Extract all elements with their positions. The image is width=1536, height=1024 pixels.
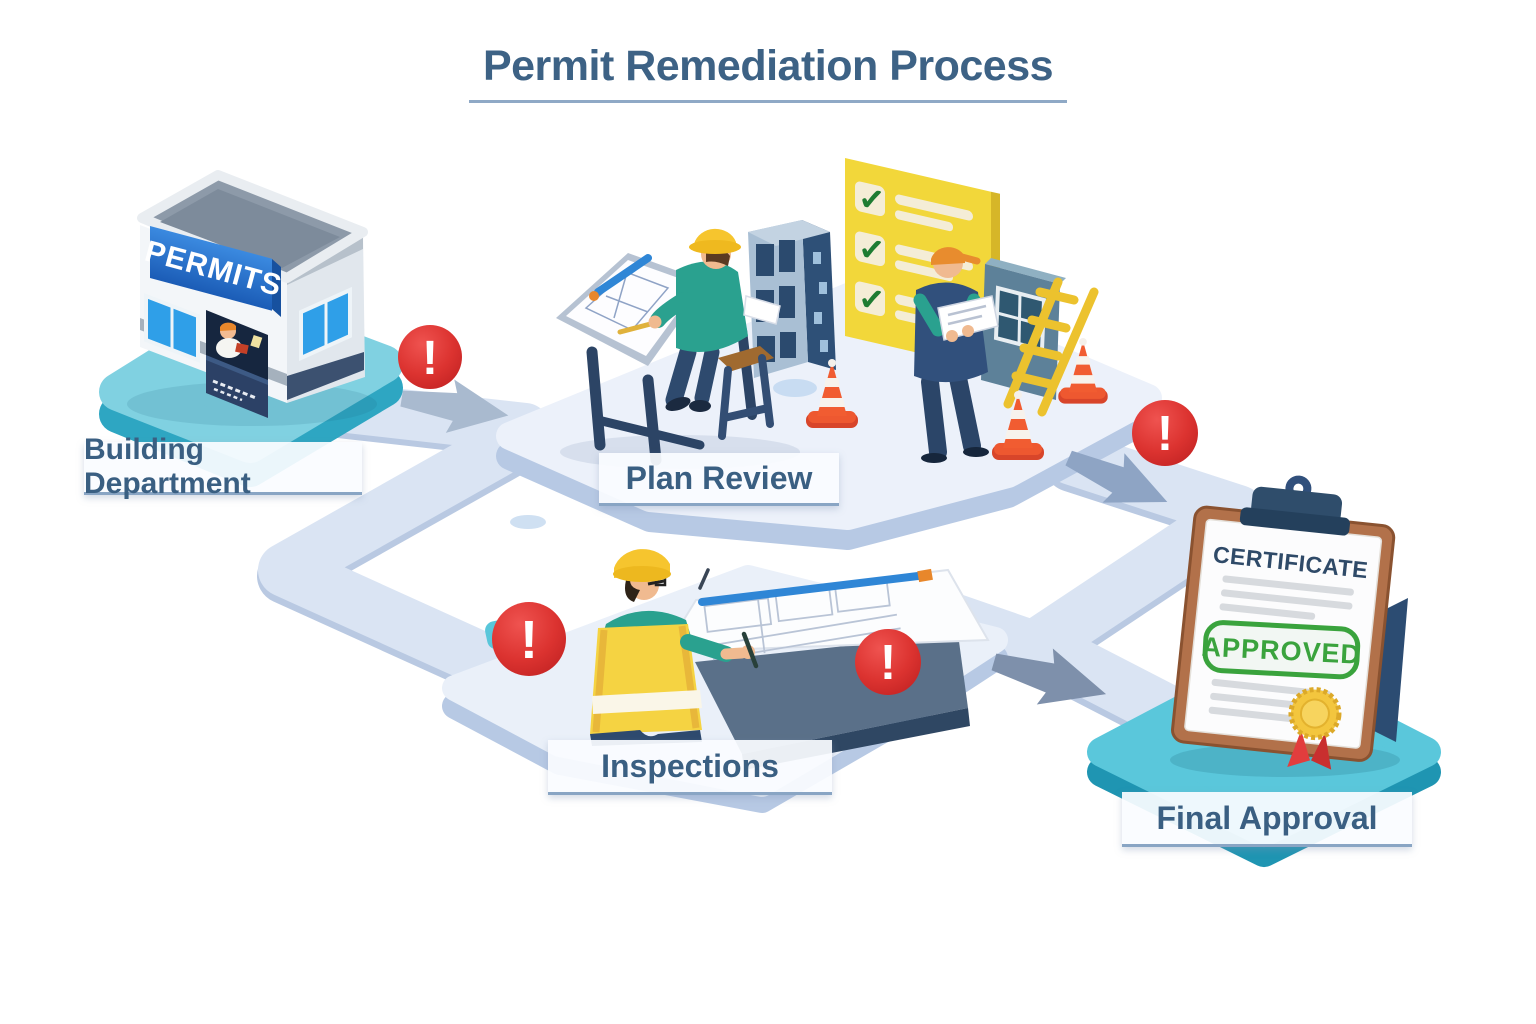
check-icon: ✓ [858, 178, 886, 222]
ruler-bar [594, 254, 652, 296]
stage-label-inspections: Inspections [548, 740, 832, 795]
wall-band-navy [287, 352, 364, 400]
reviewer-shoe [665, 397, 691, 411]
warning-icon: ! [492, 602, 566, 676]
paper-lines [947, 304, 987, 326]
spare-pencil [698, 568, 710, 590]
building-department-scene: PERMITS [127, 170, 377, 426]
arrow-icon [991, 648, 1107, 705]
svg-text:!: ! [422, 332, 438, 385]
ladder [1003, 277, 1099, 417]
checklist-row: ✓ [855, 178, 973, 232]
inspector-forearm [720, 647, 748, 660]
stage-label-final-approval: Final Approval [1122, 792, 1412, 847]
reviewer-leg [665, 343, 697, 409]
seal-medal-center [1299, 698, 1330, 729]
floor-puddle [510, 515, 546, 529]
ruler-clamp [917, 568, 933, 583]
check-icon: ✓ [858, 228, 886, 272]
stage-label-text: Building Department [84, 433, 251, 500]
worker-sleeve [913, 293, 945, 337]
building-roof-inset [160, 189, 340, 268]
ruler-clamp [589, 291, 599, 301]
stage-label-plan-review: Plan Review [599, 453, 839, 506]
final-approval-scene: CERTIFICATE APPROVED [1170, 475, 1408, 777]
arrow-icon [400, 379, 509, 433]
tower-side-windows [813, 252, 828, 352]
pen [741, 631, 759, 669]
worker-leg [921, 373, 947, 461]
stage-label-building-department: Building Department [84, 433, 362, 500]
inspector-sleeve [680, 634, 734, 662]
stage-label-text: Final Approval [1156, 799, 1378, 836]
sign-fold [272, 259, 281, 317]
clerk-torso [216, 338, 242, 358]
site-inspector [590, 549, 759, 746]
tower-windows [756, 240, 796, 362]
worker-hand [962, 325, 974, 337]
stool-seat [718, 346, 774, 371]
svg-text:!: ! [520, 610, 538, 670]
service-counter [206, 310, 268, 418]
worker-leg [949, 369, 981, 455]
certificate-text-lines [1208, 575, 1354, 723]
vest-trim [592, 629, 608, 733]
inspections-scene [485, 549, 990, 770]
svg-text:!: ! [1157, 407, 1173, 461]
table-leg [642, 374, 662, 466]
hard-hat-brim [689, 240, 741, 254]
hard-hat-brim [613, 566, 671, 582]
svg-text:!: ! [880, 636, 896, 690]
diagram-title: Permit Remediation Process [0, 42, 1536, 103]
flow-arrows [400, 379, 1168, 705]
counter-sign-scribble [213, 387, 243, 402]
path-planreview-to-inspections [258, 419, 555, 707]
clip-base [1239, 507, 1350, 536]
stage-label-text: Plan Review [625, 459, 813, 496]
standing-worker [913, 247, 999, 463]
seal-ribbon [1311, 732, 1332, 770]
path-planreview-to-final [1011, 431, 1265, 739]
door-unit [981, 258, 1066, 400]
vest-reflective-stripe [592, 690, 702, 714]
posted-note [250, 335, 263, 349]
table-leg [737, 325, 757, 420]
reviewer-torso [676, 261, 748, 352]
floor-puddle [773, 379, 817, 397]
model-tower [748, 220, 836, 378]
warning-icon: ! [398, 325, 462, 389]
reviewer-hand [648, 315, 662, 329]
worker-hand [946, 330, 958, 342]
check-icon: ✓ [858, 278, 886, 322]
worker-cap [931, 247, 965, 265]
worker-cap-brim [958, 253, 981, 265]
gold-seal [1287, 687, 1342, 770]
building-windows [144, 286, 352, 363]
arrow-icon [1065, 450, 1168, 503]
certificate-clipboard: CERTIFICATE APPROVED [1171, 475, 1396, 770]
warning-icons: ! ! ! ! [398, 325, 1198, 695]
approved-stamp: APPROVED [1201, 620, 1362, 680]
stage-label-text: Inspections [601, 747, 779, 784]
blueprint-sheet [566, 260, 698, 356]
stool-legs [718, 354, 774, 440]
red-folder [235, 342, 249, 355]
warning-icon: ! [1132, 400, 1198, 466]
table-leg [586, 346, 606, 451]
table-crossbar [593, 415, 705, 450]
worker-shoe [921, 453, 947, 463]
worker-shoe [963, 447, 989, 457]
ruler-bar [698, 572, 922, 606]
diagram-title-text: Permit Remediation Process [468, 42, 1068, 103]
plan-reviewer [648, 228, 781, 412]
clerk-cap [220, 322, 236, 331]
inspector-hair [625, 580, 640, 602]
warning-icon: ! [855, 629, 921, 695]
seal-ribbon [1287, 730, 1311, 767]
reviewer-leg [694, 344, 720, 406]
reviewer-shoe [689, 400, 711, 412]
reviewer-paper [743, 295, 781, 325]
